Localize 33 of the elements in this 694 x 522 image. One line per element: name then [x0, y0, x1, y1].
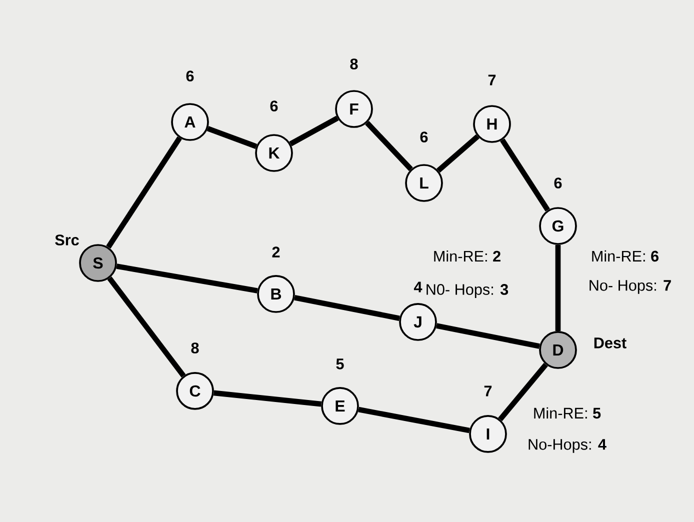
connector-line [107, 276, 186, 378]
metric-label: Min-RE: 5 [534, 407, 601, 419]
connector-line [500, 138, 550, 212]
metric-label: N0- Hops: 3 [426, 284, 508, 298]
connector-line [436, 134, 480, 173]
node-label: 4 [414, 282, 422, 292]
connector-line [106, 136, 182, 249]
connector-line [206, 126, 258, 149]
node-label: 7 [488, 74, 496, 86]
connector-line [358, 406, 470, 434]
node-label: Src [55, 234, 79, 246]
metric-label: No-Hops: 4 [528, 439, 606, 453]
connector-line [214, 390, 322, 407]
node-label: 6 [420, 132, 428, 142]
node-label: 6 [186, 70, 194, 82]
node-label: 8 [350, 58, 358, 70]
connector-line [365, 120, 413, 172]
metric-label: Min-RE: 6 [592, 250, 659, 262]
connector-line [436, 323, 540, 349]
metric-label: No- Hops: 7 [590, 280, 671, 294]
connector-line [555, 244, 561, 332]
node-label: 8 [191, 342, 199, 354]
connector-line [498, 362, 548, 422]
connector-line [116, 264, 258, 294]
node-label: 2 [272, 246, 280, 258]
node-label: 6 [270, 100, 278, 112]
node-label: Dest [594, 338, 626, 348]
connector-line [289, 116, 339, 146]
node-label: 7 [484, 386, 492, 396]
node-label: 5 [336, 358, 344, 370]
connector-line [294, 295, 400, 321]
metric-label: Min-RE: 2 [434, 250, 500, 262]
node-label: 6 [554, 178, 562, 188]
